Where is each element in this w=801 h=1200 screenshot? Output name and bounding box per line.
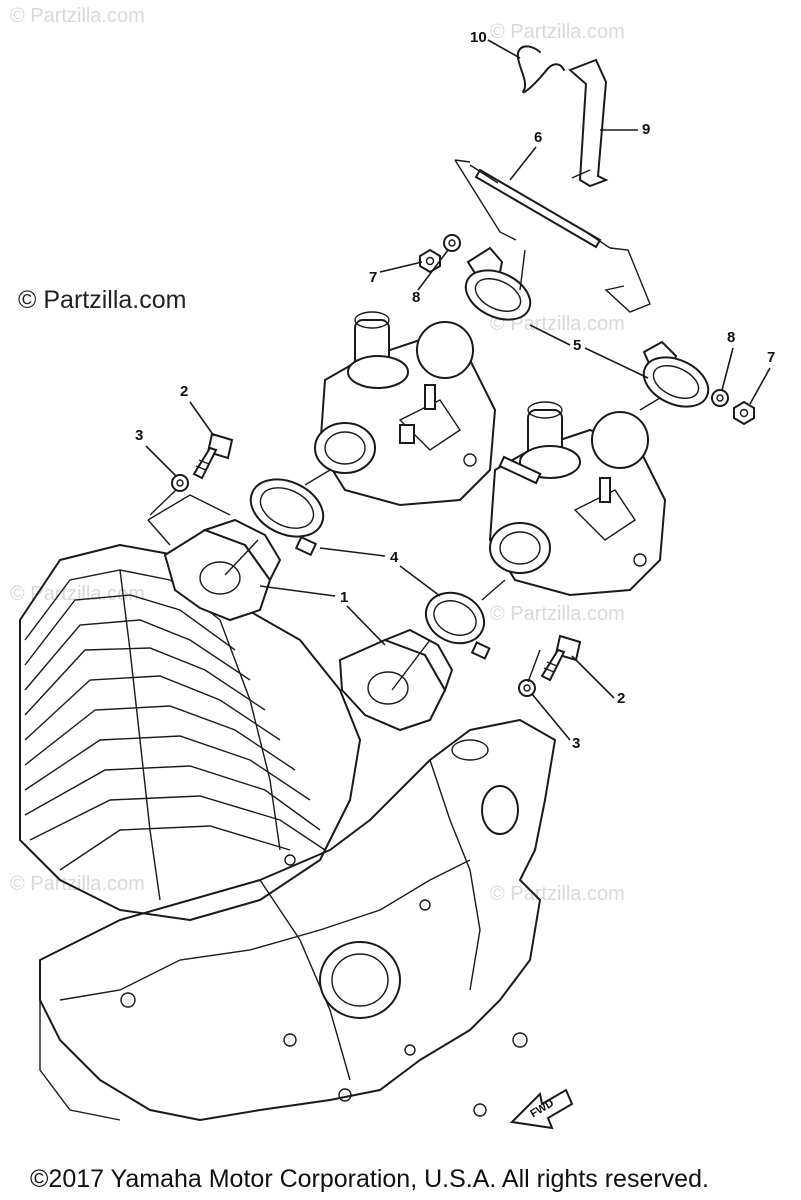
- carburetor-right: [488, 401, 667, 597]
- callout-7-left: 7: [369, 269, 377, 286]
- nut-right: [733, 400, 755, 426]
- carburetor-connecting-rod: [454, 159, 651, 313]
- washer-right: [711, 389, 729, 407]
- callouts: 10 9 6 7 8 5 8 7 2 3 4 1 2 3: [135, 29, 775, 752]
- watermark: © Partzilla.com: [490, 313, 625, 335]
- callout-3-lower: 3: [572, 735, 580, 752]
- watermark-layer: © Partzilla.com © Partzilla.com © Partzi…: [10, 5, 625, 905]
- callout-7-right: 7: [767, 349, 775, 366]
- callout-8-right: 8: [727, 329, 735, 346]
- callout-6: 6: [534, 129, 542, 146]
- intake-manifold-upper: [163, 518, 282, 622]
- callout-1: 1: [340, 589, 348, 606]
- callout-5: 5: [573, 337, 581, 354]
- forward-arrow-icon: FWD: [509, 1088, 574, 1130]
- watermark: © Partzilla.com: [10, 583, 145, 605]
- assembly-guide-lines: [149, 249, 661, 691]
- engine-crankcase: [39, 719, 556, 1121]
- callout-3-upper: 3: [135, 427, 143, 444]
- watermark: © Partzilla.com: [10, 5, 145, 27]
- carburetor-left: [314, 311, 497, 507]
- intake-manifold-lower: [338, 628, 454, 732]
- watermark: © Partzilla.com: [490, 21, 625, 43]
- carburetor-band-left: [464, 246, 532, 321]
- choke-plate: [568, 58, 609, 188]
- watermark: © Partzilla.com: [490, 603, 625, 625]
- partzilla-brand-label: © Partzilla.com: [18, 286, 187, 314]
- watermark: © Partzilla.com: [490, 883, 625, 905]
- callout-9: 9: [642, 121, 650, 138]
- callout-2-lower: 2: [617, 690, 625, 707]
- callout-2-upper: 2: [180, 383, 188, 400]
- callout-10: 10: [470, 29, 487, 46]
- copyright-footer: ©2017 Yamaha Motor Corporation, U.S.A. A…: [30, 1165, 709, 1193]
- carburetor-joint-clamp-lower: [424, 591, 491, 660]
- watermark: © Partzilla.com: [10, 873, 145, 895]
- lock-washer-lower: [518, 679, 536, 697]
- washer-left: [443, 234, 461, 252]
- carburetor-band-right: [642, 340, 710, 408]
- callout-8-left: 8: [412, 289, 420, 306]
- engine-cylinder-fins: [19, 544, 361, 921]
- bolt-upper: [192, 432, 234, 480]
- callout-4: 4: [390, 549, 399, 566]
- return-spring: [516, 45, 565, 94]
- lock-washer-upper: [171, 474, 189, 492]
- carburetor-joint-clamp-upper: [249, 478, 325, 557]
- nut-left: [419, 248, 441, 274]
